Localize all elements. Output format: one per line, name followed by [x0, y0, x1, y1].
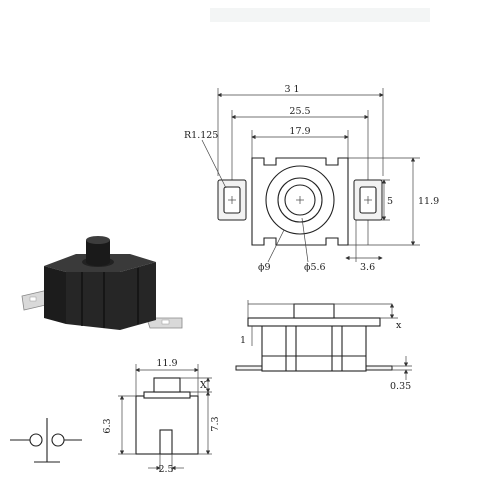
switch-schematic-symbol: [10, 418, 82, 463]
side-view-drawing: 1 x 0.35: [235, 300, 412, 392]
front-view-drawing: 11.9 X 6.3 7.3 2.5: [102, 358, 221, 475]
front-dim-stem-label: 2.5: [158, 464, 173, 475]
top-view-drawing: 3 1 25.5 17.9 11.9 5 R1.125 3.6 ϕ9 ϕ5.6: [184, 84, 439, 273]
front-dim-x-label: X: [200, 380, 207, 391]
dim-button-label: ϕ5.6: [304, 262, 326, 273]
dim-height-label: 11.9: [418, 196, 439, 207]
side-dim-thickness-label: 0.35: [390, 381, 411, 392]
dim-ring-label: ϕ9: [258, 262, 271, 273]
header-watermark: [210, 8, 430, 22]
dim-pad-label: 5: [387, 196, 393, 207]
dim-overall-label: 3 1: [284, 84, 299, 95]
dim-pin-spacing-label: 25.5: [289, 106, 310, 117]
front-dim-height-b-label: 7.3: [210, 416, 221, 431]
front-dim-height-a-label: 6.3: [102, 418, 113, 433]
side-dim-x-label: x: [396, 320, 402, 331]
front-dim-width-label: 11.9: [156, 358, 177, 369]
side-dim-step-label: 1: [240, 335, 246, 346]
dim-body-width-label: 17.9: [289, 126, 310, 137]
dim-radius-label: R1.125: [184, 130, 218, 141]
dim-pad-width-label: 3.6: [360, 262, 375, 273]
switch-product-photo: [21, 236, 183, 330]
